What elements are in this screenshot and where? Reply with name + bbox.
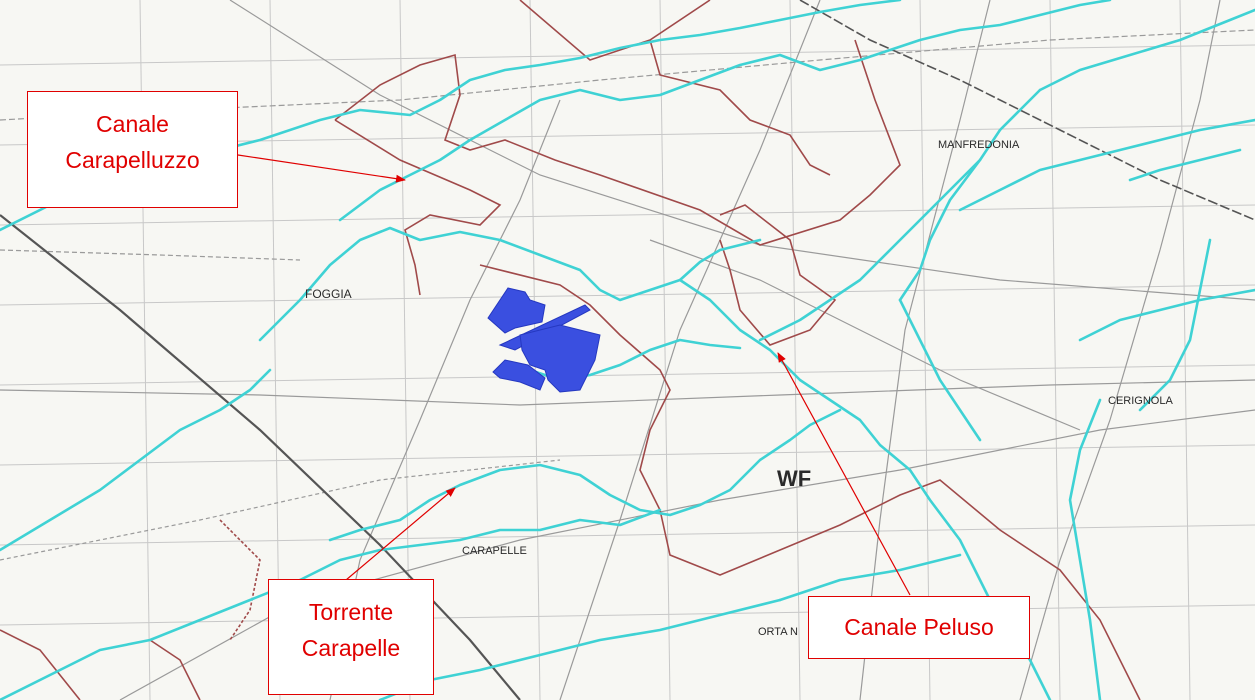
callout-torrente-line2: Carapelle <box>301 635 401 661</box>
river-northeast-loop <box>1128 148 1242 182</box>
river-southwest <box>0 368 272 552</box>
arrow-canale-peluso <box>777 352 911 596</box>
municipal-boundary <box>0 0 1141 700</box>
river-cerignola-east <box>1078 288 1255 342</box>
river-south-edge <box>378 598 782 700</box>
callout-canale-carapelluzzo: Canale Carapelluzzo <box>27 91 238 208</box>
river-northeast-upper <box>1038 8 1255 92</box>
place-label-carapelle: CARAPELLE <box>462 545 527 557</box>
callout-carapelluzzo-line2: Carapelluzzo <box>65 147 200 173</box>
site-parcel-central <box>519 324 601 393</box>
callout-canale-peluso: Canale Peluso <box>808 596 1030 659</box>
wind-farm-label: WF <box>777 466 811 491</box>
callout-peluso-line1: Canale Peluso <box>844 614 994 640</box>
wind-farm-site <box>487 287 601 393</box>
place-label-cerignola: CERIGNOLA <box>1108 395 1173 407</box>
river-southeast <box>778 553 962 602</box>
arrow-carapelluzzo <box>237 154 406 183</box>
arrow-torrente-carapelle <box>345 487 456 581</box>
river-northeast <box>958 118 1255 212</box>
site-parcel-south <box>492 359 546 391</box>
river-carapelle-south <box>0 508 662 700</box>
river-cerignola-canal <box>898 298 982 442</box>
place-label-foggia: FOGGIA <box>305 287 352 301</box>
callout-torrente-line1: Torrente <box>308 599 394 625</box>
place-label-orta: ORTA N <box>758 626 798 638</box>
river-manfredonia-branch <box>898 158 982 302</box>
site-parcel-north <box>487 287 546 334</box>
river-foggia-west <box>258 226 762 342</box>
river-east-branch <box>758 88 1042 342</box>
river-carapelle <box>328 408 842 542</box>
callout-torrente-carapelle: Torrente Carapelle <box>268 579 434 695</box>
river-east-south <box>1068 398 1102 700</box>
place-label-manfredonia: MANFREDONIA <box>938 139 1020 151</box>
callout-carapelluzzo-line1: Canale <box>96 111 169 137</box>
river-east-descent <box>1138 238 1212 412</box>
river-carapelluzzo-lower <box>338 0 1112 222</box>
